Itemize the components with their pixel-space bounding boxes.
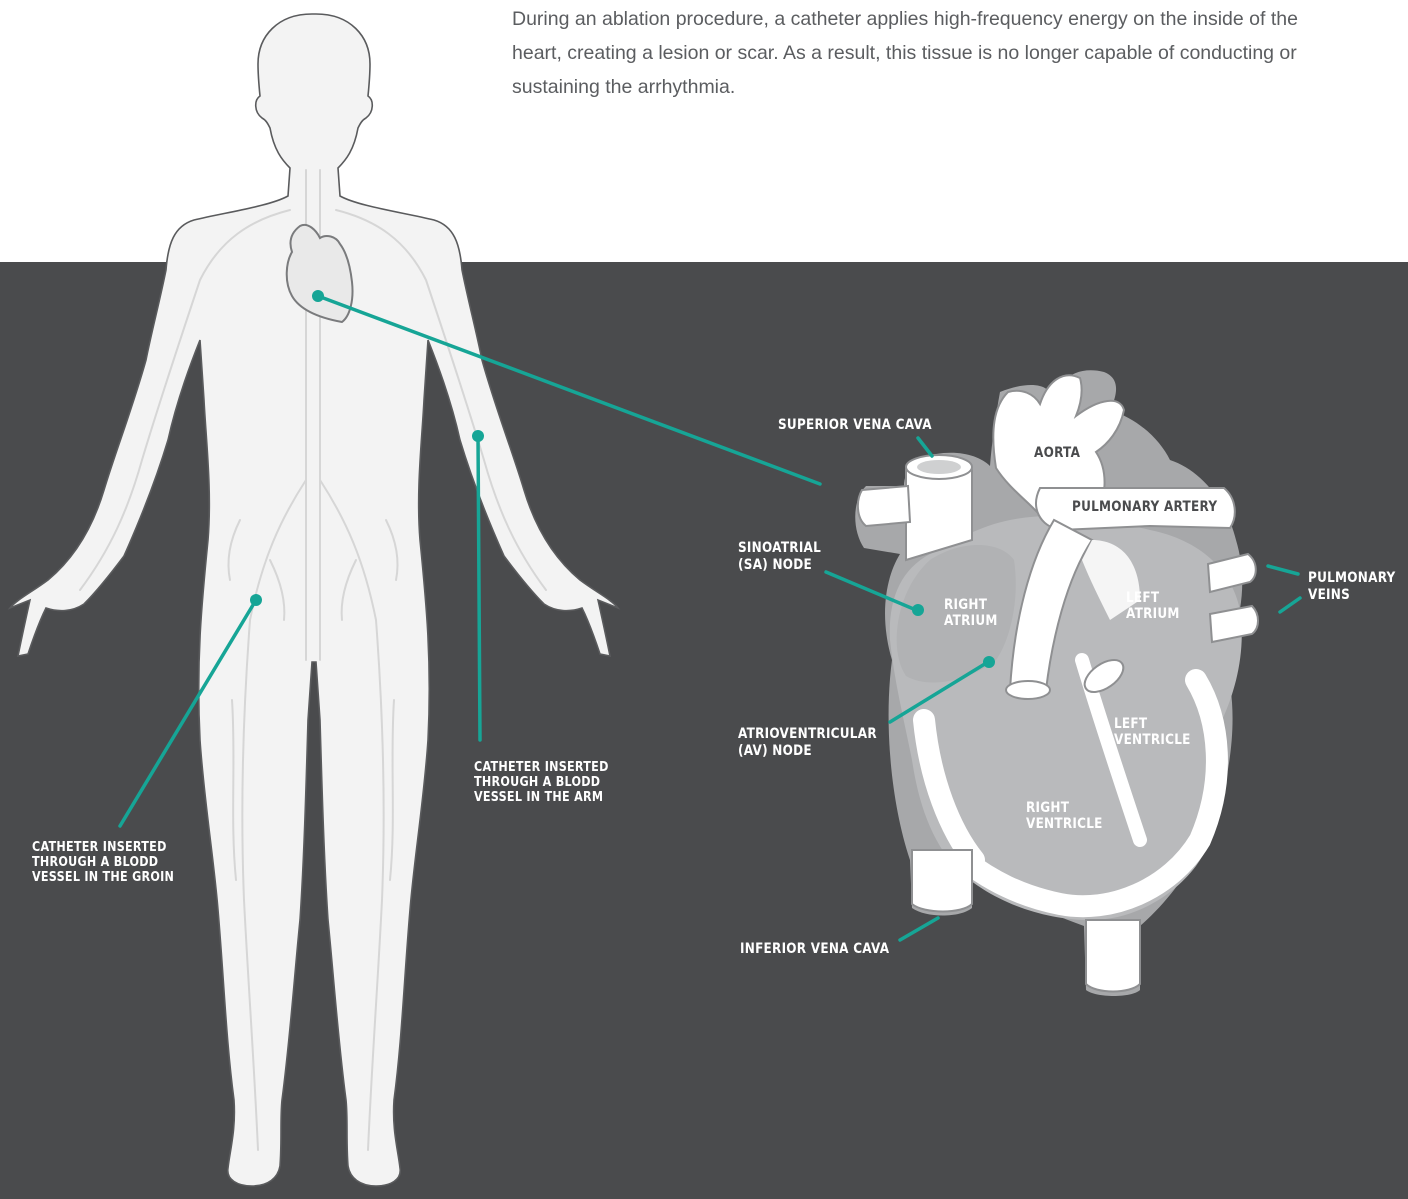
- inferior-vena-cava-label: INFERIOR VENA CAVA: [740, 942, 889, 957]
- groin-label-line: THROUGH A BLODD: [32, 855, 174, 870]
- chest-heart-dot: [312, 290, 324, 302]
- groin-dot: [250, 594, 262, 606]
- left-atrium-label: LEFT ATRIUM: [1126, 590, 1180, 622]
- groin-label-line: CATHETER INSERTED: [32, 840, 174, 855]
- right-ventricle-label: RIGHT VENTRICLE: [1026, 800, 1103, 832]
- sinoatrial-node-label: SINOATRIAL (SA) NODE: [738, 540, 821, 574]
- ra-label-line: ATRIUM: [944, 613, 998, 629]
- la-label-line: LEFT: [1126, 590, 1180, 606]
- ra-label-line: RIGHT: [944, 597, 998, 613]
- arm-pointer-line: [478, 436, 480, 740]
- arm-label-line: THROUGH A BLODD: [474, 775, 609, 790]
- av-label-line: (AV) NODE: [738, 743, 877, 760]
- groin-label-line: VESSEL IN THE GROIN: [32, 870, 174, 885]
- intro-paragraph: During an ablation procedure, a catheter…: [512, 2, 1312, 104]
- pv-label-line: VEINS: [1308, 587, 1396, 604]
- pulmonary-veins-label: PULMONARY VEINS: [1308, 570, 1396, 604]
- groin-catheter-label: CATHETER INSERTED THROUGH A BLODD VESSEL…: [32, 840, 174, 885]
- pv-label-line: PULMONARY: [1308, 570, 1396, 587]
- lv-label-line: VENTRICLE: [1114, 732, 1191, 748]
- sa-label-line: SINOATRIAL: [738, 540, 821, 557]
- atrioventricular-node-label: ATRIOVENTRICULAR (AV) NODE: [738, 726, 877, 760]
- arm-catheter-label: CATHETER INSERTED THROUGH A BLODD VESSEL…: [474, 760, 609, 805]
- lv-label-line: LEFT: [1114, 716, 1191, 732]
- rv-label-line: VENTRICLE: [1026, 816, 1103, 832]
- arm-label-line: CATHETER INSERTED: [474, 760, 609, 775]
- right-atrium-label: RIGHT ATRIUM: [944, 597, 998, 629]
- arm-dot: [472, 430, 484, 442]
- arm-label-line: VESSEL IN THE ARM: [474, 790, 609, 805]
- aorta-label: AORTA: [1034, 446, 1080, 461]
- rv-label-line: RIGHT: [1026, 800, 1103, 816]
- av-label-line: ATRIOVENTRICULAR: [738, 726, 877, 743]
- left-ventricle-label: LEFT VENTRICLE: [1114, 716, 1191, 748]
- pulmonary-artery-label: PULMONARY ARTERY: [1072, 500, 1217, 515]
- superior-vena-cava-label: SUPERIOR VENA CAVA: [778, 418, 932, 433]
- sa-label-line: (SA) NODE: [738, 557, 821, 574]
- la-label-line: ATRIUM: [1126, 606, 1180, 622]
